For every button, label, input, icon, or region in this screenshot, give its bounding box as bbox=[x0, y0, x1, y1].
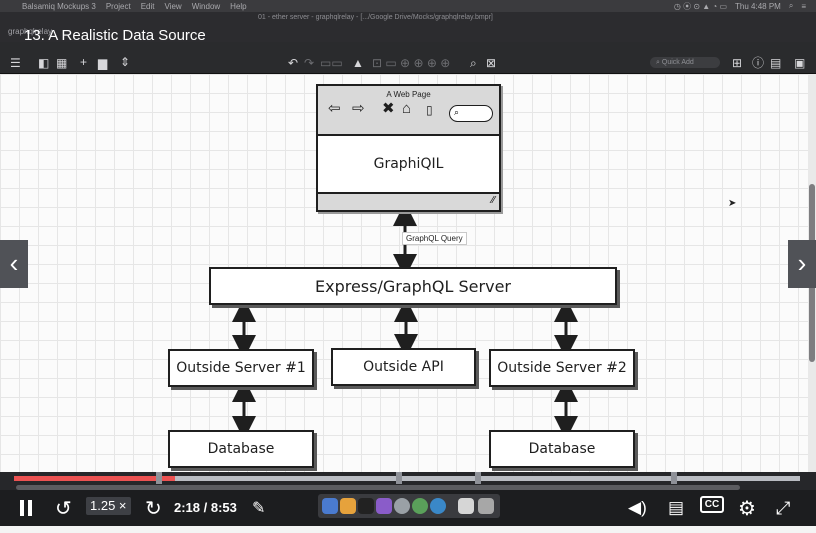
volume-button[interactable]: ◀) bbox=[628, 490, 647, 526]
pause-button[interactable] bbox=[20, 490, 36, 526]
export-icon[interactable]: ⊞ bbox=[732, 56, 743, 70]
panel-toggle-icon[interactable]: ◧ bbox=[38, 56, 50, 70]
menu-list-icon[interactable]: ≡ bbox=[801, 1, 806, 11]
outside-api-box[interactable]: Outside API bbox=[331, 348, 476, 386]
home-icon: ⌂ bbox=[402, 100, 412, 117]
document-title: 01 - ether server - graphqlrelay - [.../… bbox=[258, 14, 493, 21]
resize-grip-icon: ⁄⁄ bbox=[491, 195, 495, 206]
settings-button[interactable]: ⚙ bbox=[738, 490, 756, 526]
transcript-icon: ▤ bbox=[668, 498, 685, 517]
lecture-title: 13. A Realistic Data Source bbox=[24, 27, 206, 44]
chapter-marker[interactable] bbox=[475, 472, 481, 484]
editor-dock-icon[interactable] bbox=[376, 498, 392, 514]
menu-app-name[interactable]: Balsamiq Mockups 3 bbox=[22, 1, 96, 11]
fullscreen-edit-icon[interactable]: ⊠ bbox=[486, 56, 497, 70]
page-bottom-edge bbox=[0, 526, 816, 533]
info-icon[interactable]: ⓘ bbox=[752, 56, 765, 70]
volume-icon: ◀) bbox=[628, 498, 647, 517]
menu-icon[interactable]: ☰ bbox=[10, 56, 21, 70]
browser-title: A Web Page bbox=[386, 90, 431, 99]
finder-dock-icon[interactable] bbox=[322, 498, 338, 514]
chapter-marker[interactable] bbox=[396, 472, 402, 484]
captions-button[interactable]: CC bbox=[700, 496, 724, 513]
time-display: 2:18 / 8:53 bbox=[174, 500, 237, 515]
pause-icon bbox=[28, 500, 32, 516]
undo-icon[interactable]: ↶ bbox=[288, 56, 299, 70]
progress-fill bbox=[14, 476, 175, 481]
menu-edit[interactable]: Edit bbox=[140, 1, 155, 11]
chevron-left-icon: ‹ bbox=[9, 248, 19, 278]
forward-icon: ↻ bbox=[145, 497, 162, 520]
present-icon[interactable]: ▣ bbox=[794, 56, 806, 70]
project-name: graphqlrelay bbox=[8, 27, 53, 36]
chevron-right-icon: › bbox=[797, 248, 807, 278]
terminal-dock-icon[interactable] bbox=[358, 498, 374, 514]
database-1-box[interactable]: Database bbox=[168, 430, 314, 468]
notes-panel-icon[interactable]: ▤ bbox=[770, 56, 782, 70]
chrome-dock-icon[interactable] bbox=[340, 498, 356, 514]
mouse-cursor-icon: ➤ bbox=[728, 198, 737, 209]
menu-project[interactable]: Project bbox=[105, 1, 131, 11]
outside-server-2-box[interactable]: Outside Server #2 bbox=[489, 349, 635, 387]
add-icon[interactable]: + bbox=[80, 55, 88, 69]
notes-icon: ✎ bbox=[252, 500, 266, 517]
forward-button[interactable]: ↻ bbox=[145, 490, 162, 526]
quick-add-input[interactable]: ⌕ Quick Add bbox=[650, 57, 720, 68]
chapter-marker[interactable] bbox=[671, 472, 677, 484]
menu-view[interactable]: View bbox=[164, 1, 182, 11]
trash-dock-icon[interactable] bbox=[478, 498, 494, 514]
gear-icon: ⚙ bbox=[738, 497, 756, 520]
menu-window[interactable]: Window bbox=[191, 1, 221, 11]
search-icon: ⌕ bbox=[454, 107, 460, 117]
arrow-label: GraphQL Query bbox=[402, 232, 467, 245]
group-icon[interactable]: ⊡ ▭ ⊕ ⊕ ⊕ ⊕ bbox=[372, 56, 451, 70]
pause-icon bbox=[20, 500, 24, 516]
progress-track[interactable] bbox=[14, 476, 800, 481]
quick-add-placeholder: Quick Add bbox=[661, 59, 694, 66]
fullscreen-button[interactable]: ⤢ bbox=[776, 490, 790, 526]
prev-lecture-button[interactable]: ‹ bbox=[0, 240, 28, 288]
chapter-marker[interactable] bbox=[156, 472, 162, 484]
forward-arrow-icon: ⇨ bbox=[352, 100, 365, 117]
url-bar: ⌕ bbox=[449, 105, 493, 122]
canvas-hscrollbar[interactable] bbox=[16, 485, 740, 490]
mac-menubar: Balsamiq Mockups 3 Project Edit View Win… bbox=[0, 0, 816, 12]
mockup-canvas[interactable]: A Web Page ⇦ ⇨ ✖ ⌂ ▯ ⌕ GraphiQIL ⁄⁄ Grap… bbox=[0, 74, 808, 472]
stepper-icon[interactable]: ⇕ bbox=[120, 55, 131, 69]
window-titlebar: 01 - ether server - graphqlrelay - [.../… bbox=[0, 12, 816, 42]
transcript-button[interactable]: ▤ bbox=[668, 490, 684, 526]
lock-icon[interactable]: ▲ bbox=[352, 56, 364, 70]
zoom-icon[interactable]: ⌕ bbox=[470, 56, 477, 70]
menubar-clock: Thu 4:48 PM bbox=[735, 1, 781, 11]
app3-dock-icon[interactable] bbox=[430, 498, 446, 514]
app-dock-icon[interactable] bbox=[394, 498, 410, 514]
cut-icon[interactable]: ▭▭ bbox=[320, 56, 343, 70]
connector-arrows bbox=[232, 202, 578, 440]
bookmark-icon: ▯ bbox=[426, 103, 433, 117]
playback-speed-button[interactable]: 1.25 × bbox=[86, 497, 131, 515]
next-lecture-button[interactable]: › bbox=[788, 240, 816, 288]
status-icons: ◷ ⦿ ⊙ ▲ ◔ ▭ bbox=[673, 1, 728, 11]
outside-server-1-box[interactable]: Outside Server #1 bbox=[168, 349, 314, 387]
stop-icon: ✖ bbox=[382, 100, 395, 117]
fullscreen-icon: ⤢ bbox=[776, 497, 791, 518]
browser-chrome: A Web Page ⇦ ⇨ ✖ ⌂ ▯ ⌕ bbox=[318, 86, 499, 136]
copy-icon[interactable]: ▆ bbox=[98, 56, 108, 70]
database-2-box[interactable]: Database bbox=[489, 430, 635, 468]
express-server-box[interactable]: Express/GraphQL Server bbox=[209, 267, 617, 305]
notes-button[interactable]: ✎ bbox=[252, 490, 265, 526]
menu-help[interactable]: Help bbox=[230, 1, 247, 11]
redo-icon[interactable]: ↷ bbox=[304, 56, 315, 70]
grid-view-icon[interactable]: ▦ bbox=[56, 56, 68, 70]
browser-content: GraphiQIL bbox=[373, 156, 444, 172]
document-dock-icon[interactable] bbox=[458, 498, 474, 514]
app2-dock-icon[interactable] bbox=[412, 498, 428, 514]
web-page-mockup[interactable]: A Web Page ⇦ ⇨ ✖ ⌂ ▯ ⌕ GraphiQIL ⁄⁄ bbox=[316, 84, 501, 212]
rewind-button[interactable]: ↺ bbox=[55, 490, 72, 526]
rewind-icon: ↺ bbox=[55, 497, 72, 520]
browser-statusbar: ⁄⁄ bbox=[318, 192, 499, 210]
back-icon: ⇦ bbox=[328, 100, 341, 117]
spotlight-icon[interactable]: ⌕ bbox=[788, 1, 794, 10]
